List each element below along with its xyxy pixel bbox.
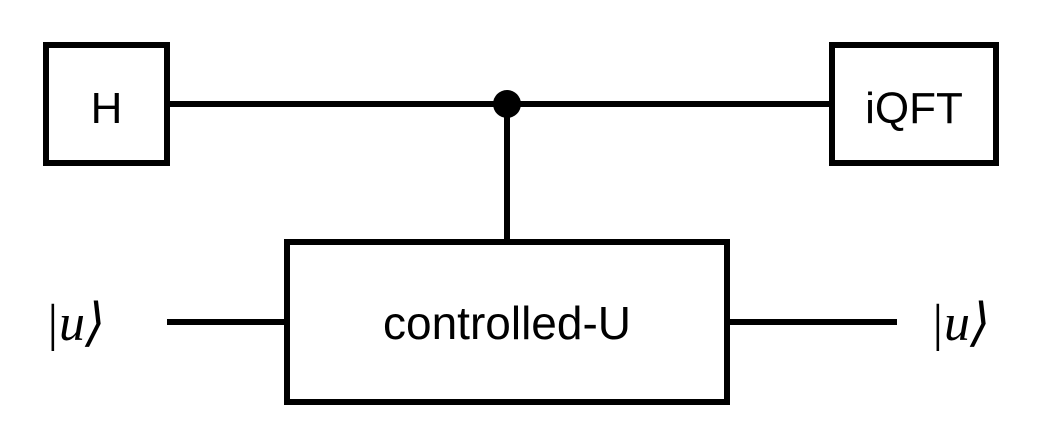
output-state-label: |u⟩	[930, 295, 991, 352]
iqft-gate-label: iQFT	[865, 84, 963, 133]
iqft-gate: iQFT	[829, 42, 999, 166]
h-gate-label: H	[91, 84, 123, 133]
controlled-u-box	[284, 239, 730, 405]
controlled-u-label: controlled-U	[383, 297, 631, 349]
iqft-gate-box	[829, 42, 999, 166]
input-state-label: |u⟩	[45, 295, 106, 352]
control-dot	[493, 90, 521, 118]
h-gate-box	[43, 42, 170, 166]
controlled-u-gate: controlled-U	[284, 239, 730, 405]
h-gate: H	[43, 42, 170, 166]
